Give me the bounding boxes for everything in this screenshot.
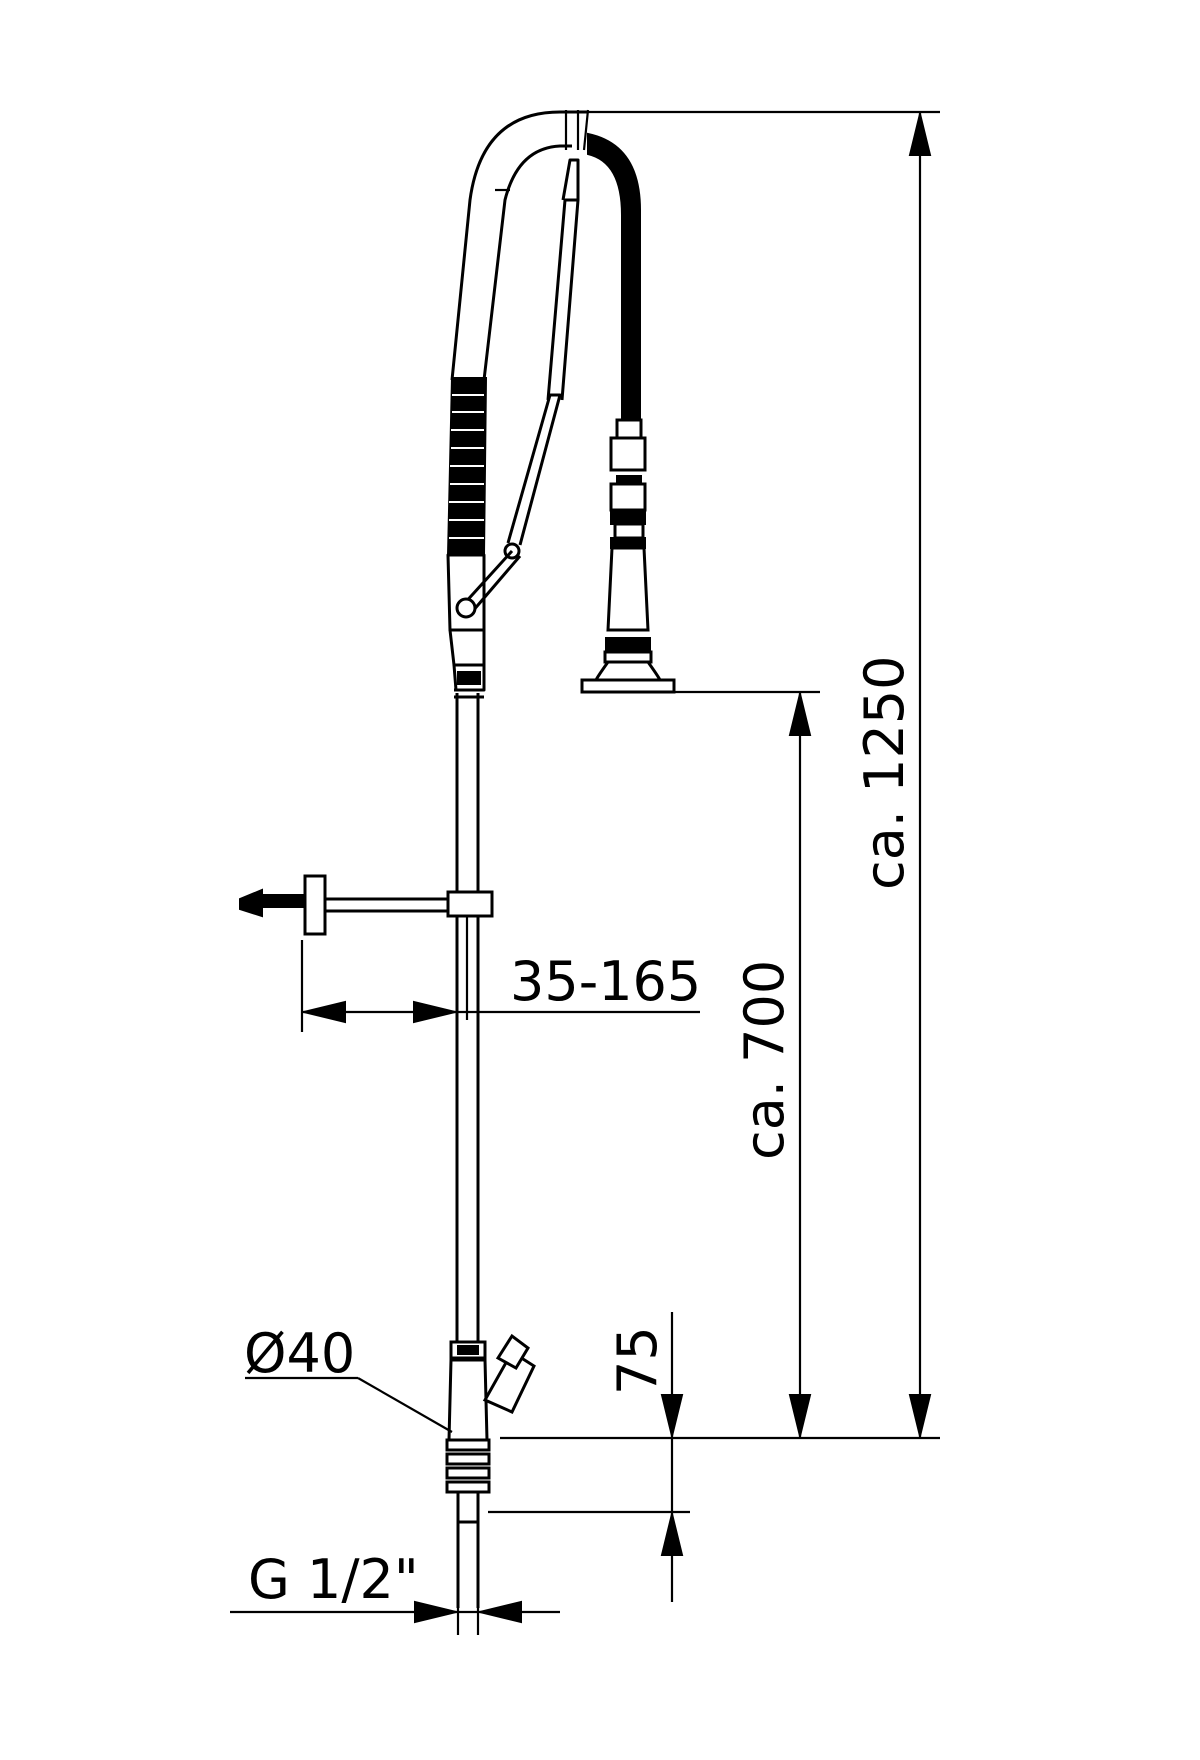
dimension-diameter-leader	[245, 1376, 453, 1433]
dimension-lines	[230, 110, 940, 1635]
swan-neck-arm	[450, 109, 590, 381]
flexible-hose	[587, 132, 641, 421]
wall-bracket	[239, 874, 494, 936]
dimension-thread	[230, 1600, 560, 1635]
faucet-illustration	[239, 109, 676, 1608]
dimension-spray-height	[674, 690, 820, 1438]
label-bracket-range: 35-165	[510, 950, 701, 1013]
label-diameter: Ø40	[244, 1322, 355, 1385]
spray-valve	[580, 418, 676, 694]
label-spray-height: ca. 700	[733, 960, 796, 1160]
spring-arm	[455, 158, 580, 619]
grip-sleeve	[446, 377, 488, 556]
dimension-total-height	[500, 110, 940, 1440]
arm-coupling	[446, 553, 486, 699]
label-thread: G 1/2"	[248, 1548, 419, 1611]
dimension-bracket-range	[300, 940, 700, 1032]
label-connection-height: 75	[606, 1326, 669, 1395]
base-valve	[445, 1333, 536, 1608]
label-total-height: ca. 1250	[853, 655, 916, 890]
dimension-connection-height	[488, 1312, 690, 1602]
riser-pipe	[455, 693, 480, 1342]
